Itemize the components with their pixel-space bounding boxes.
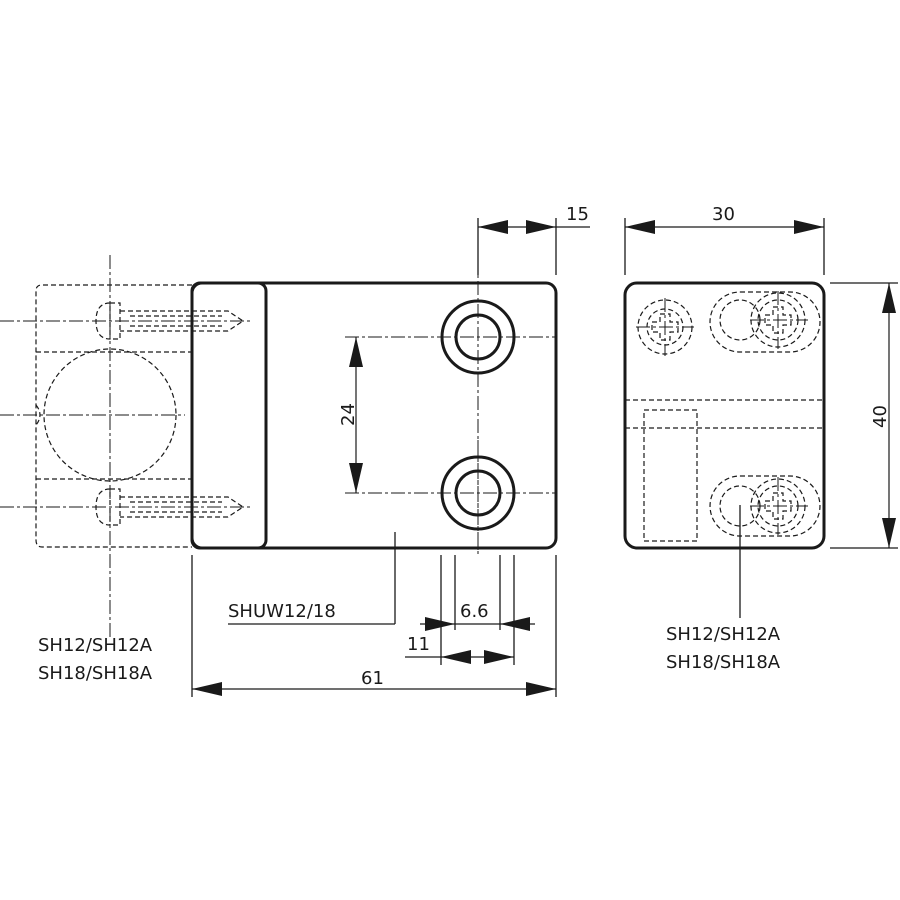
tube-clamp-hidden-outline [35,284,192,548]
dim-hole-offset: 15 [477,204,590,275]
dim-hole-spacing: 24 [338,337,363,493]
side-view: 30 40 SH12/SH12A SH18/SH18A [623,204,898,673]
dim-bore-diameters: 6.6 11 [405,555,535,665]
dim-overall-length-label: 61 [361,668,384,689]
side-screw-label: SH12/SH12A SH18/SH18A [666,624,781,673]
dim-side-height-label: 40 [870,405,891,428]
lower-counterbore-hole [440,455,516,531]
side-screw-label-line-2: SH18/SH18A [666,652,781,673]
dim-overall-length: 61 [191,555,557,697]
front-clamp-plate [190,281,268,550]
side-body-outline [623,281,826,550]
front-screw-label-line-1: SH12/SH12A [38,635,153,656]
dim-side-width-label: 30 [712,204,735,225]
dim-side-height: 40 [830,282,898,549]
front-view: 15 24 6.6 11 SHUW12/1 [0,204,590,697]
front-center-lines [0,255,555,640]
front-screw-label: SH12/SH12A SH18/SH18A [38,635,153,684]
dim-hole-spacing-label: 24 [338,403,359,426]
dim-counterbore-diameter-label: 11 [407,634,430,655]
upper-counterbore-hole [440,299,516,375]
front-body-outline [190,281,558,550]
side-upper-screw-head-right [709,291,821,353]
side-screw-label-line-1: SH12/SH12A [666,624,781,645]
dim-side-width: 30 [624,204,825,275]
part-label: SHUW12/18 [228,601,336,622]
dim-bore-diameter-label: 6.6 [460,601,489,622]
front-screw-label-line-2: SH18/SH18A [38,663,153,684]
part-label-callout: SHUW12/18 [228,532,396,625]
dim-hole-offset-label: 15 [566,204,589,225]
